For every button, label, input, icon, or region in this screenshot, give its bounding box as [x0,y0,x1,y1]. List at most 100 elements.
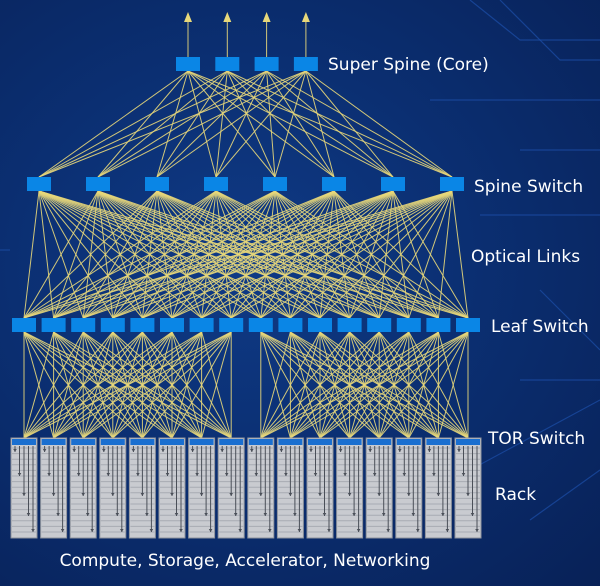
cable-arrow-icon [42,449,47,452]
cable-arrow-icon [13,449,17,452]
leaf-tor-link [260,331,291,439]
cable-arrow-icon [140,493,145,496]
leaf-tor-link [23,331,232,439]
circuit-trace [469,0,600,41]
core-spine-link [97,70,307,178]
cable-arrow-icon [322,513,327,516]
super-spine-switch [254,57,279,71]
core-spine-link [215,70,228,178]
rack [336,437,364,539]
cable-arrow-icon [288,493,293,496]
cable-arrow-icon [76,473,81,476]
leaf-tor-link [23,331,202,439]
spine-switch-label: Spine Switch [474,177,584,197]
cable-arrow-icon [72,449,76,452]
rack [158,437,186,539]
cable-arrow-icon [170,493,174,496]
cable-arrow-icon [51,493,56,496]
circuit-trace [529,469,600,521]
super-spine-switch [293,57,318,71]
optical-link [53,190,394,319]
cable-arrow-icon [293,513,297,516]
super-spine-label: Super Spine (Core) [328,55,489,75]
optical-link [451,190,469,319]
optical-link [23,190,453,319]
cable-arrow-icon [338,449,343,452]
leaf-tor-link [319,331,469,439]
cable-arrow-icon [284,473,288,476]
leaf-tor-link [349,331,469,439]
super-spine-switch [215,57,240,71]
cable-arrow-icon [190,449,195,452]
tor-switch [426,439,451,445]
rack [128,437,156,539]
leaf-switch [426,318,451,332]
optical-link [23,190,40,319]
cable-arrow-icon [165,473,170,476]
cable-arrow-icon [402,473,407,476]
optical-link [171,190,453,319]
core-spine-link [227,70,394,178]
optical-link [112,190,453,319]
cable-arrow-icon [436,493,441,496]
circuit-trace [469,399,600,471]
core-spine-link [215,70,268,178]
rack [247,437,275,539]
cable-arrow-icon [268,529,272,532]
rack [454,437,482,539]
cable-arrow-icon [386,529,390,532]
core-spine-link [97,70,189,178]
cable-arrow-icon [238,529,242,532]
optical-link [23,190,276,319]
leaf-switch [396,318,421,332]
cable-arrow-icon [377,493,381,496]
optical-link [349,190,453,319]
rack [365,437,393,539]
core-spine-link [227,70,453,178]
cable-arrow-icon [136,473,140,476]
tor-switch-label: TOR Switch [488,429,586,449]
leaf-tor-link [201,331,232,439]
leaf-switch [367,318,392,332]
cable-arrow-icon [208,529,213,532]
core-spine-link [305,70,335,178]
optical-link [23,190,217,319]
tor-switch [308,439,332,445]
cable-arrow-icon [356,529,361,532]
cable-arrow-icon [427,449,432,452]
tor-switch [189,439,214,445]
core-spine-link [38,70,228,178]
core-spine-link [305,70,453,178]
leaf-tor-link [437,331,469,439]
leaf-tor-link [23,331,173,439]
optical-link [38,190,55,319]
cable-arrow-icon [432,473,436,476]
tor-switch [396,439,421,445]
cable-arrow-icon [85,513,90,516]
leaf-switch [308,318,332,332]
leaf-switch [219,318,244,332]
rack [188,437,216,539]
cable-arrow-icon [441,513,445,516]
optical-link [23,190,158,319]
optical-link [83,190,453,319]
leaf-tor-link [260,331,410,439]
leaf-switch [278,318,303,332]
super-spine-switch [176,57,200,71]
spine-switch [381,177,405,191]
tor-switch [278,439,303,445]
optical-link [53,190,99,319]
leaf-tor-link [23,331,84,439]
cable-arrow-icon [220,449,224,452]
cable-arrow-icon [381,513,386,516]
spine-switch [322,177,346,191]
optical-link [53,190,217,319]
circuit-trace [539,289,600,351]
optical-link [437,190,453,319]
core-spine-link [97,70,267,178]
cable-arrow-icon [398,449,402,452]
optical-links-label: Optical Links [471,247,581,267]
cable-arrow-icon [90,529,94,532]
cable-arrow-icon [470,513,475,516]
